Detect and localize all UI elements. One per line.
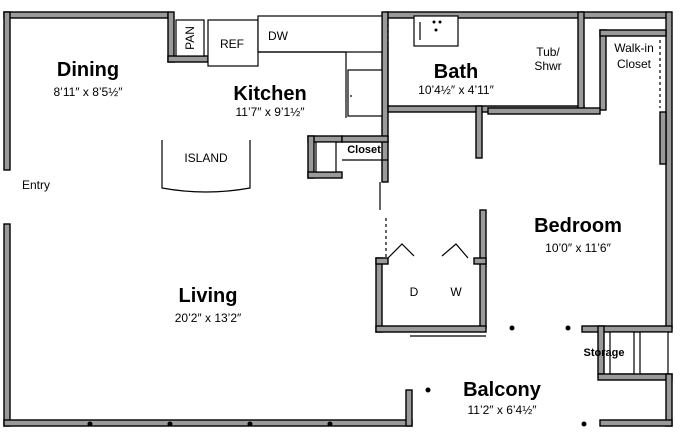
hallway-walls: [379, 182, 487, 329]
fixture-label-dryer: D: [410, 285, 419, 299]
room-name-kitchen: Kitchen: [233, 83, 306, 105]
walkin-closet: [487, 29, 667, 165]
entry-label: Entry: [22, 178, 50, 192]
fixture-label-dishwasher: DW: [268, 29, 289, 43]
storage-balcony: [581, 325, 673, 427]
kitchen-island: [161, 140, 251, 193]
kitchen-closet: [307, 135, 389, 179]
room-name-bath: Bath: [434, 61, 478, 83]
fixture-label-walkin-line1: Walk-in: [614, 41, 654, 55]
column-markers: [87, 325, 587, 427]
room-dims-balcony: 11’2″ x 6’4½″: [468, 403, 538, 417]
bath-walls: [387, 11, 585, 159]
laundry-closet: [375, 243, 487, 337]
room-dims-bedroom: 10’0″ x 11’6″: [545, 241, 611, 255]
fixture-label-washer: W: [450, 285, 462, 299]
room-name-living: Living: [179, 285, 238, 307]
room-name-balcony: Balcony: [463, 379, 542, 401]
room-dims-bath: 10’4½″ x 4’11″: [418, 83, 494, 97]
fixture-label-tub-line2: Shwr: [534, 59, 561, 73]
room-dims-living: 20’2″ x 13’2″: [175, 311, 242, 325]
room-dims-kitchen: 11’7″ x 9’1½″: [236, 105, 306, 119]
room-dims-dining: 8’11″ x 8’5½″: [54, 85, 124, 99]
fixture-label-closet: Closet: [347, 144, 381, 156]
room-name-bedroom: Bedroom: [534, 215, 622, 237]
room-name-dining: Dining: [57, 59, 119, 81]
fixture-label-island: ISLAND: [184, 151, 228, 165]
fixture-label-walkin-line2: Closet: [617, 57, 652, 71]
fixture-label-tub-line1: Tub/: [536, 45, 560, 59]
fixture-label-refrigerator: REF: [220, 37, 244, 51]
fixture-label-storage: Storage: [584, 347, 625, 359]
fixture-label-pantry: PAN: [183, 26, 197, 50]
